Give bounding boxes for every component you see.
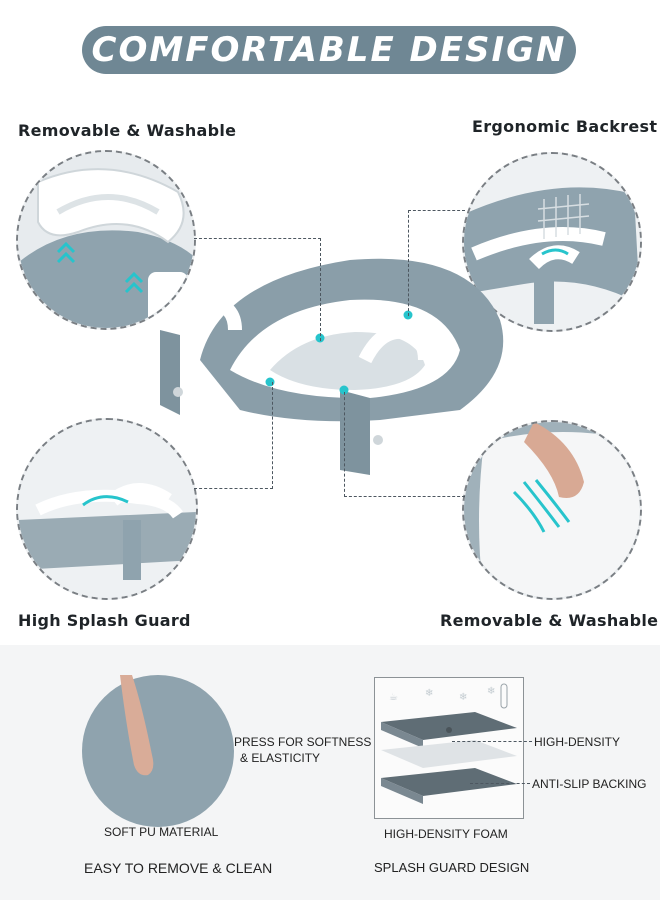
easy-clean-caption: EASY TO REMOVE & CLEAN: [84, 860, 273, 876]
leader-high-density: [452, 741, 532, 742]
leader-line-splash-guard: [194, 382, 273, 489]
detail-circle-washable-cushion: [462, 420, 642, 600]
press-softness-line1: PRESS FOR SOFTNESS: [234, 735, 372, 749]
foam-layers-image: ☕ ❄ ❄ ❄: [381, 683, 517, 804]
potty-seat-image: [160, 258, 504, 475]
splash-guard-caption: SPLASH GUARD DESIGN: [374, 860, 530, 875]
press-softness-line2: & ELASTICITY: [240, 751, 321, 765]
feature-label-backrest: Ergonomic Backrest: [472, 117, 658, 136]
detail-circle-backrest: [462, 152, 642, 332]
svg-text:☕: ☕: [389, 692, 398, 703]
bottom-info-panel: PRESS FOR SOFTNESS & ELASTICITY SOFT PU …: [0, 645, 660, 900]
splash-guard-image: [18, 420, 196, 598]
svg-text:❄: ❄: [487, 686, 495, 697]
high-density-foam-label: HIGH-DENSITY FOAM: [384, 827, 508, 841]
leader-line-removable-top: [194, 238, 321, 341]
leader-line-removable-bottom: [344, 392, 465, 497]
leader-anti-slip: [470, 783, 530, 784]
feature-label-splash-guard: High Splash Guard: [18, 611, 191, 630]
pu-material-label: SOFT PU MATERIAL: [104, 825, 219, 839]
feature-label-removable-top: Removable & Washable: [18, 121, 237, 140]
leader-line-backrest: [408, 210, 465, 316]
feature-label-removable-bottom: Removable & Washable: [440, 611, 659, 630]
detail-circle-splash-guard: [16, 418, 198, 600]
svg-text:❄: ❄: [425, 688, 433, 699]
svg-text:❄: ❄: [459, 692, 467, 703]
title-banner: COMFORTABLE DESIGN: [82, 26, 576, 74]
banner-title: COMFORTABLE DESIGN: [91, 30, 567, 70]
backrest-image: [464, 154, 640, 330]
pu-material-swatch: [82, 675, 234, 827]
high-density-label: HIGH-DENSITY: [534, 735, 621, 749]
layers-diagram-box: ☕ ❄ ❄ ❄: [374, 677, 524, 819]
anti-slip-label: ANTI-SLIP BACKING: [532, 777, 647, 791]
washable-cushion-image: [464, 422, 640, 598]
